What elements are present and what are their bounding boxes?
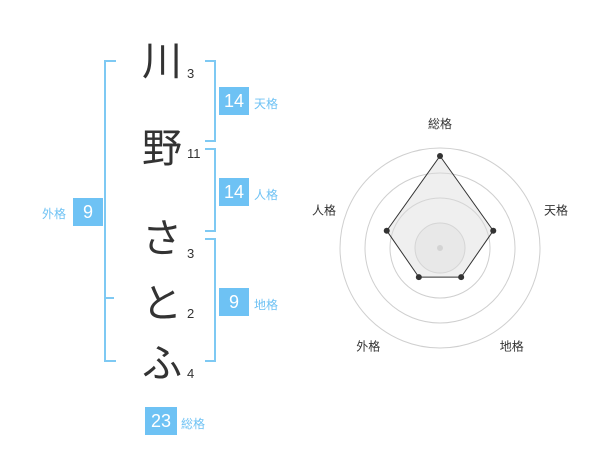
radar-series-polygon bbox=[386, 155, 494, 278]
stroke-count-4: 2 bbox=[187, 306, 195, 321]
radar-point-0 bbox=[437, 153, 443, 159]
chikaku-bracket bbox=[205, 238, 216, 362]
gaikaku-value: 9 bbox=[73, 198, 103, 226]
radar-axis-label-3: 外格 bbox=[356, 339, 380, 354]
radar-point-3 bbox=[415, 274, 422, 281]
soukaku-label: 総格 bbox=[181, 417, 206, 431]
stroke-count-3: 3 bbox=[187, 246, 195, 261]
name-char-2: 野 bbox=[142, 126, 182, 172]
chikaku-value: 9 bbox=[219, 288, 249, 316]
radar-ring-3 bbox=[364, 172, 516, 324]
radar-axis-label-0: 総格 bbox=[428, 116, 452, 131]
gaikaku-divider-tick bbox=[104, 297, 114, 299]
soukaku-value: 23 bbox=[145, 407, 177, 435]
name-char-1: 川 bbox=[142, 39, 182, 85]
tenkaku-connector bbox=[214, 87, 216, 111]
name-char-3: さ bbox=[142, 216, 182, 262]
radar-ring-2 bbox=[389, 197, 491, 299]
gaikaku-label: 外格 bbox=[42, 207, 67, 221]
stroke-count-5: 4 bbox=[187, 366, 195, 381]
stroke-count-1: 3 bbox=[187, 66, 195, 81]
chikaku-label: 地格 bbox=[254, 298, 279, 312]
radar-center bbox=[437, 245, 443, 251]
radar-ring-4 bbox=[339, 147, 541, 349]
radar-point-4 bbox=[383, 227, 390, 234]
gaikaku-bracket bbox=[104, 60, 116, 362]
tenkaku-value: 14 bbox=[219, 87, 249, 115]
jinkaku-label: 人格 bbox=[254, 188, 279, 202]
radar-axis-label-1: 天格 bbox=[544, 202, 568, 217]
tenkaku-label: 天格 bbox=[254, 97, 279, 111]
name-char-4: と bbox=[142, 281, 182, 327]
radar-axis-label-2: 地格 bbox=[500, 339, 524, 354]
jinkaku-bracket bbox=[205, 148, 216, 232]
radar-point-2 bbox=[458, 274, 465, 281]
radar-axis-label-4: 人格 bbox=[312, 202, 336, 217]
stroke-count-2: 11 bbox=[187, 146, 201, 161]
radar-point-1 bbox=[490, 227, 497, 234]
name-char-5: ふ bbox=[142, 341, 182, 387]
jinkaku-value: 14 bbox=[219, 178, 249, 206]
